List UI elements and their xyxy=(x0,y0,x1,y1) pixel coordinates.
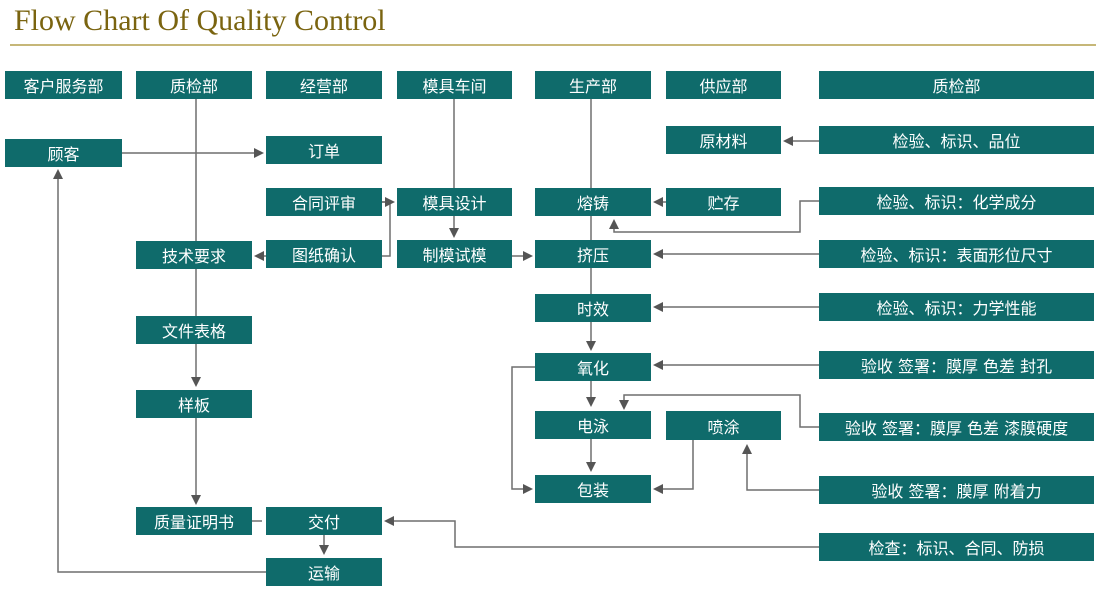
dept-production: 生产部 xyxy=(535,71,651,99)
node-aging: 时效 xyxy=(535,294,651,322)
dept-supply: 供应部 xyxy=(666,71,781,99)
node-transport: 运输 xyxy=(266,558,382,586)
node-casting: 熔铸 xyxy=(535,188,651,216)
title-underline xyxy=(10,44,1096,46)
node-contract-review: 合同评审 xyxy=(266,188,382,216)
connector-oxidation-packaging xyxy=(511,366,535,494)
inspection-delivery: 检查：标识、合同、防损 xyxy=(819,533,1094,561)
dept-quality-inspection-right: 质检部 xyxy=(819,71,1094,99)
inspection-mechanical: 检验、标识：力学性能 xyxy=(819,293,1094,321)
chart-title: Flow Chart Of Quality Control xyxy=(14,4,386,37)
dept-mold-workshop: 模具车间 xyxy=(397,71,512,99)
dept-quality-inspection-left: 质检部 xyxy=(136,71,252,99)
node-storage: 贮存 xyxy=(666,188,781,216)
node-spray-coating: 喷涂 xyxy=(666,411,781,440)
node-extrusion: 挤压 xyxy=(535,240,651,268)
node-raw-material: 原材料 xyxy=(666,126,781,154)
dept-customer-service: 客户服务部 xyxy=(5,71,122,99)
dept-business: 经营部 xyxy=(266,71,382,99)
inspection-electrophoresis: 验收 签署：膜厚 色差 漆膜硬度 xyxy=(819,413,1094,441)
node-tech-requirements: 技术要求 xyxy=(136,241,252,269)
node-packaging: 包装 xyxy=(535,475,651,503)
node-drawing-confirm: 图纸确认 xyxy=(266,240,382,268)
inspection-surface: 检验、标识：表面形位尺寸 xyxy=(819,240,1094,268)
node-document-forms: 文件表格 xyxy=(136,316,252,344)
connector-electro-check xyxy=(619,394,819,428)
node-customer: 顾客 xyxy=(5,139,122,167)
node-mold-design: 模具设计 xyxy=(397,188,512,216)
node-sample: 样板 xyxy=(136,390,252,418)
node-mold-trial: 制模试模 xyxy=(397,240,512,268)
node-delivery: 交付 xyxy=(266,507,382,535)
node-oxidation: 氧化 xyxy=(535,353,651,381)
inspection-chemical: 检验、标识：化学成分 xyxy=(819,187,1094,215)
inspection-oxidation: 验收 签署：膜厚 色差 封孔 xyxy=(819,351,1094,379)
node-electrophoresis: 电泳 xyxy=(535,411,651,439)
connector-spray-check xyxy=(742,444,819,491)
node-quality-certificate: 质量证明书 xyxy=(136,507,252,535)
connector-chemical-check xyxy=(609,200,819,233)
inspection-spray: 验收 签署：膜厚 附着力 xyxy=(819,476,1094,504)
connector-spray-packaging xyxy=(653,440,694,494)
node-order: 订单 xyxy=(266,136,382,164)
connector-delivery-check xyxy=(384,516,819,548)
connector-contract-drawing xyxy=(382,201,391,257)
connector-transport-customer xyxy=(53,169,266,573)
inspection-raw-material: 检验、标识、品位 xyxy=(819,126,1094,154)
